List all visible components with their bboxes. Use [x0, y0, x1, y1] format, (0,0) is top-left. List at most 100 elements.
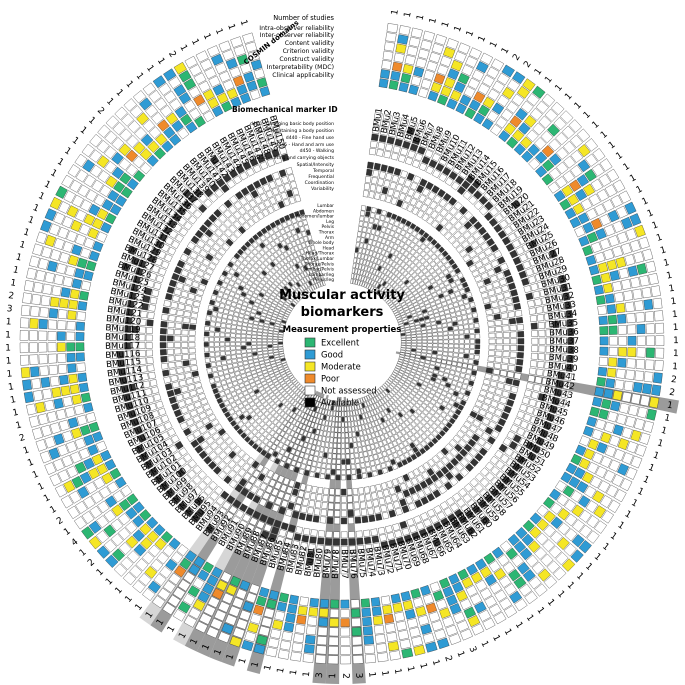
icf-cell [434, 544, 445, 554]
body-cell [247, 356, 253, 361]
body-cell [457, 357, 464, 363]
feature-cell [396, 199, 404, 208]
body-cell [389, 230, 396, 237]
cosmin-cell [570, 149, 584, 163]
body-cell [356, 258, 361, 264]
body-cell [374, 213, 381, 220]
body-cell [337, 438, 341, 444]
feature-cell [475, 428, 484, 437]
body-cell [335, 475, 341, 481]
body-cell [326, 463, 332, 470]
cosmin-cell [256, 77, 268, 89]
icf-cell [544, 313, 552, 321]
body-cell [361, 264, 366, 271]
body-cell [396, 431, 403, 438]
feature-cell [163, 376, 172, 384]
body-cell [388, 405, 394, 412]
body-cell [431, 291, 438, 298]
feature-cell [493, 265, 502, 274]
feature-cell [486, 361, 494, 368]
cosmin-cell [263, 607, 275, 619]
body-cell [355, 409, 359, 416]
body-cell [436, 388, 443, 394]
feature-cell [182, 317, 190, 324]
icf-cell [398, 543, 407, 552]
body-cell [374, 264, 380, 270]
body-cell [417, 422, 424, 429]
cosmin-cell [556, 161, 569, 175]
feature-cell [285, 167, 294, 176]
body-cell [380, 398, 386, 405]
body-cell [237, 299, 244, 305]
body-cell [462, 358, 469, 364]
body-cell [394, 263, 400, 270]
feature-cell [444, 222, 453, 231]
body-cell [441, 400, 448, 407]
icf-cell [524, 232, 534, 242]
icf-cell [363, 529, 371, 537]
body-cell [256, 338, 262, 342]
body-cell [214, 332, 220, 337]
feature-cell [400, 170, 409, 179]
body-cell [390, 373, 397, 379]
body-cell [257, 325, 264, 330]
feature-cell [501, 357, 509, 364]
body-cell [217, 370, 224, 376]
cosmin-cell [486, 66, 500, 79]
icf-cell [433, 521, 443, 531]
body-cell [403, 357, 410, 362]
body-cell [464, 286, 471, 293]
feature-cell [462, 254, 471, 263]
feature-cell [259, 177, 268, 186]
body-cell [358, 264, 363, 270]
body-cell [469, 334, 475, 339]
body-cell [346, 411, 350, 417]
icf-cell [331, 567, 340, 575]
cosmin-cell [612, 280, 623, 292]
body-cell [431, 325, 437, 330]
cosmin-cell [464, 107, 477, 120]
cosmin-cell [49, 296, 60, 308]
body-cell [441, 323, 448, 328]
body-cell [412, 281, 419, 287]
body-cell [411, 337, 417, 341]
feature-cell [281, 175, 289, 185]
cosmin-cell [420, 585, 431, 596]
body-cell [391, 267, 397, 274]
body-cell [337, 427, 342, 433]
cosmin-cell [590, 241, 602, 253]
body-cell [416, 240, 423, 247]
body-cell [432, 339, 438, 344]
cosmin-cell [77, 372, 88, 383]
body-cell [432, 264, 440, 271]
body-cell [367, 422, 373, 429]
body-cell [367, 222, 373, 229]
icf-cell [374, 112, 383, 120]
body-cell [210, 383, 217, 390]
cosmin-cell [584, 168, 597, 182]
cosmin-cell [315, 654, 327, 664]
body-cell [441, 418, 449, 426]
body-cell [453, 375, 460, 382]
feature-cell [464, 453, 474, 462]
body-cell [368, 405, 373, 412]
body-cell [430, 415, 437, 423]
body-cell [421, 349, 427, 354]
icf-cell [489, 455, 499, 465]
icf-cell [523, 285, 532, 294]
feature-cell [161, 313, 169, 321]
feature-cell [361, 515, 369, 524]
body-cell [408, 320, 415, 325]
body-cell [441, 359, 447, 365]
body-cell [384, 426, 391, 433]
icf-cell [149, 296, 158, 305]
body-cell [226, 359, 233, 365]
cosmin-cell [443, 46, 456, 59]
body-cell [353, 399, 357, 405]
body-cell [400, 314, 407, 319]
body-cell [423, 254, 430, 261]
icf-cell [364, 543, 373, 552]
feature-cell [188, 330, 196, 336]
feature-cell [323, 487, 329, 495]
cosmin-cell [64, 406, 76, 418]
